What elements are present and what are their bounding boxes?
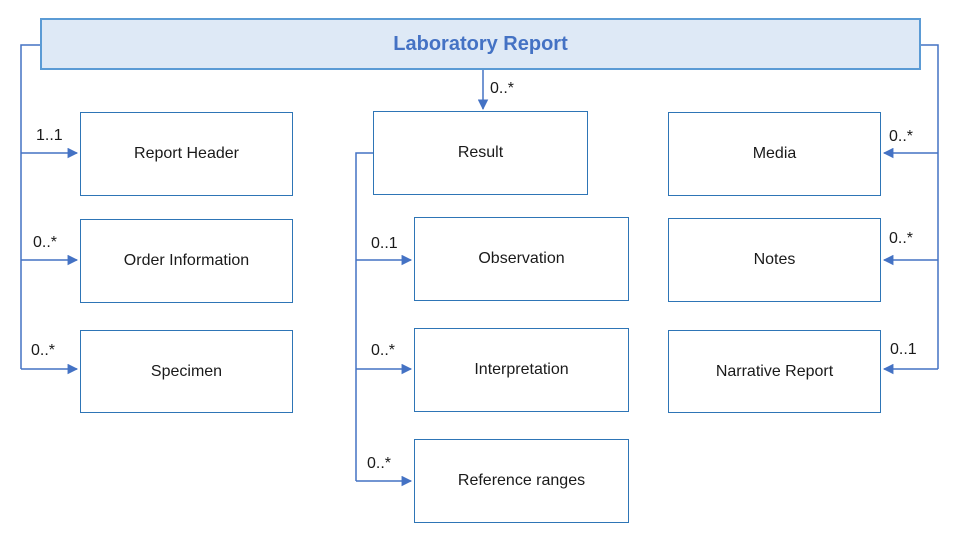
cardinality-result-reference-ranges: 0..* xyxy=(367,455,392,472)
edge-left-spine xyxy=(20,44,40,369)
node-interpretation: Interpretation xyxy=(414,328,629,412)
node-specimen-label: Specimen xyxy=(150,362,223,380)
node-laboratory-report-label: Laboratory Report xyxy=(393,32,568,55)
node-interpretation-label: Interpretation xyxy=(474,361,569,378)
node-order-information-label: Order Information xyxy=(123,252,250,269)
cardinality-root-result: 0..* xyxy=(490,80,515,97)
cardinality-result-observation: 0..1 xyxy=(371,235,398,252)
node-observation: Observation xyxy=(414,217,629,301)
node-notes-label: Notes xyxy=(753,251,796,268)
cardinality-root-narrative-report: 0..1 xyxy=(890,341,917,358)
node-reference-ranges-label: Reference ranges xyxy=(457,472,586,489)
node-narrative-report-label: Narrative Report xyxy=(715,362,834,380)
edge-right-spine xyxy=(921,44,939,369)
node-media: Media xyxy=(668,112,881,196)
node-laboratory-report: Laboratory Report xyxy=(40,18,921,70)
cardinality-root-media: 0..* xyxy=(889,128,914,145)
node-result: Result xyxy=(373,111,588,195)
cardinality-root-specimen: 0..* xyxy=(31,342,56,359)
cardinality-root-order-information: 0..* xyxy=(33,234,58,251)
node-narrative-report: Narrative Report xyxy=(668,330,881,413)
edge-result-spine xyxy=(355,152,373,481)
node-report-header-label: Report Header xyxy=(134,145,239,162)
node-result-label: Result xyxy=(457,144,504,161)
node-report-header: Report Header xyxy=(80,112,293,196)
cardinality-root-notes: 0..* xyxy=(889,230,914,247)
cardinality-result-interpretation: 0..* xyxy=(371,342,396,359)
node-order-information: Order Information xyxy=(80,219,293,303)
node-observation-label: Observation xyxy=(478,250,565,267)
node-notes: Notes xyxy=(668,218,881,302)
node-reference-ranges: Reference ranges xyxy=(414,439,629,523)
cardinality-root-report-header: 1..1 xyxy=(36,127,63,144)
node-specimen: Specimen xyxy=(80,330,293,413)
node-media-label: Media xyxy=(752,145,797,162)
